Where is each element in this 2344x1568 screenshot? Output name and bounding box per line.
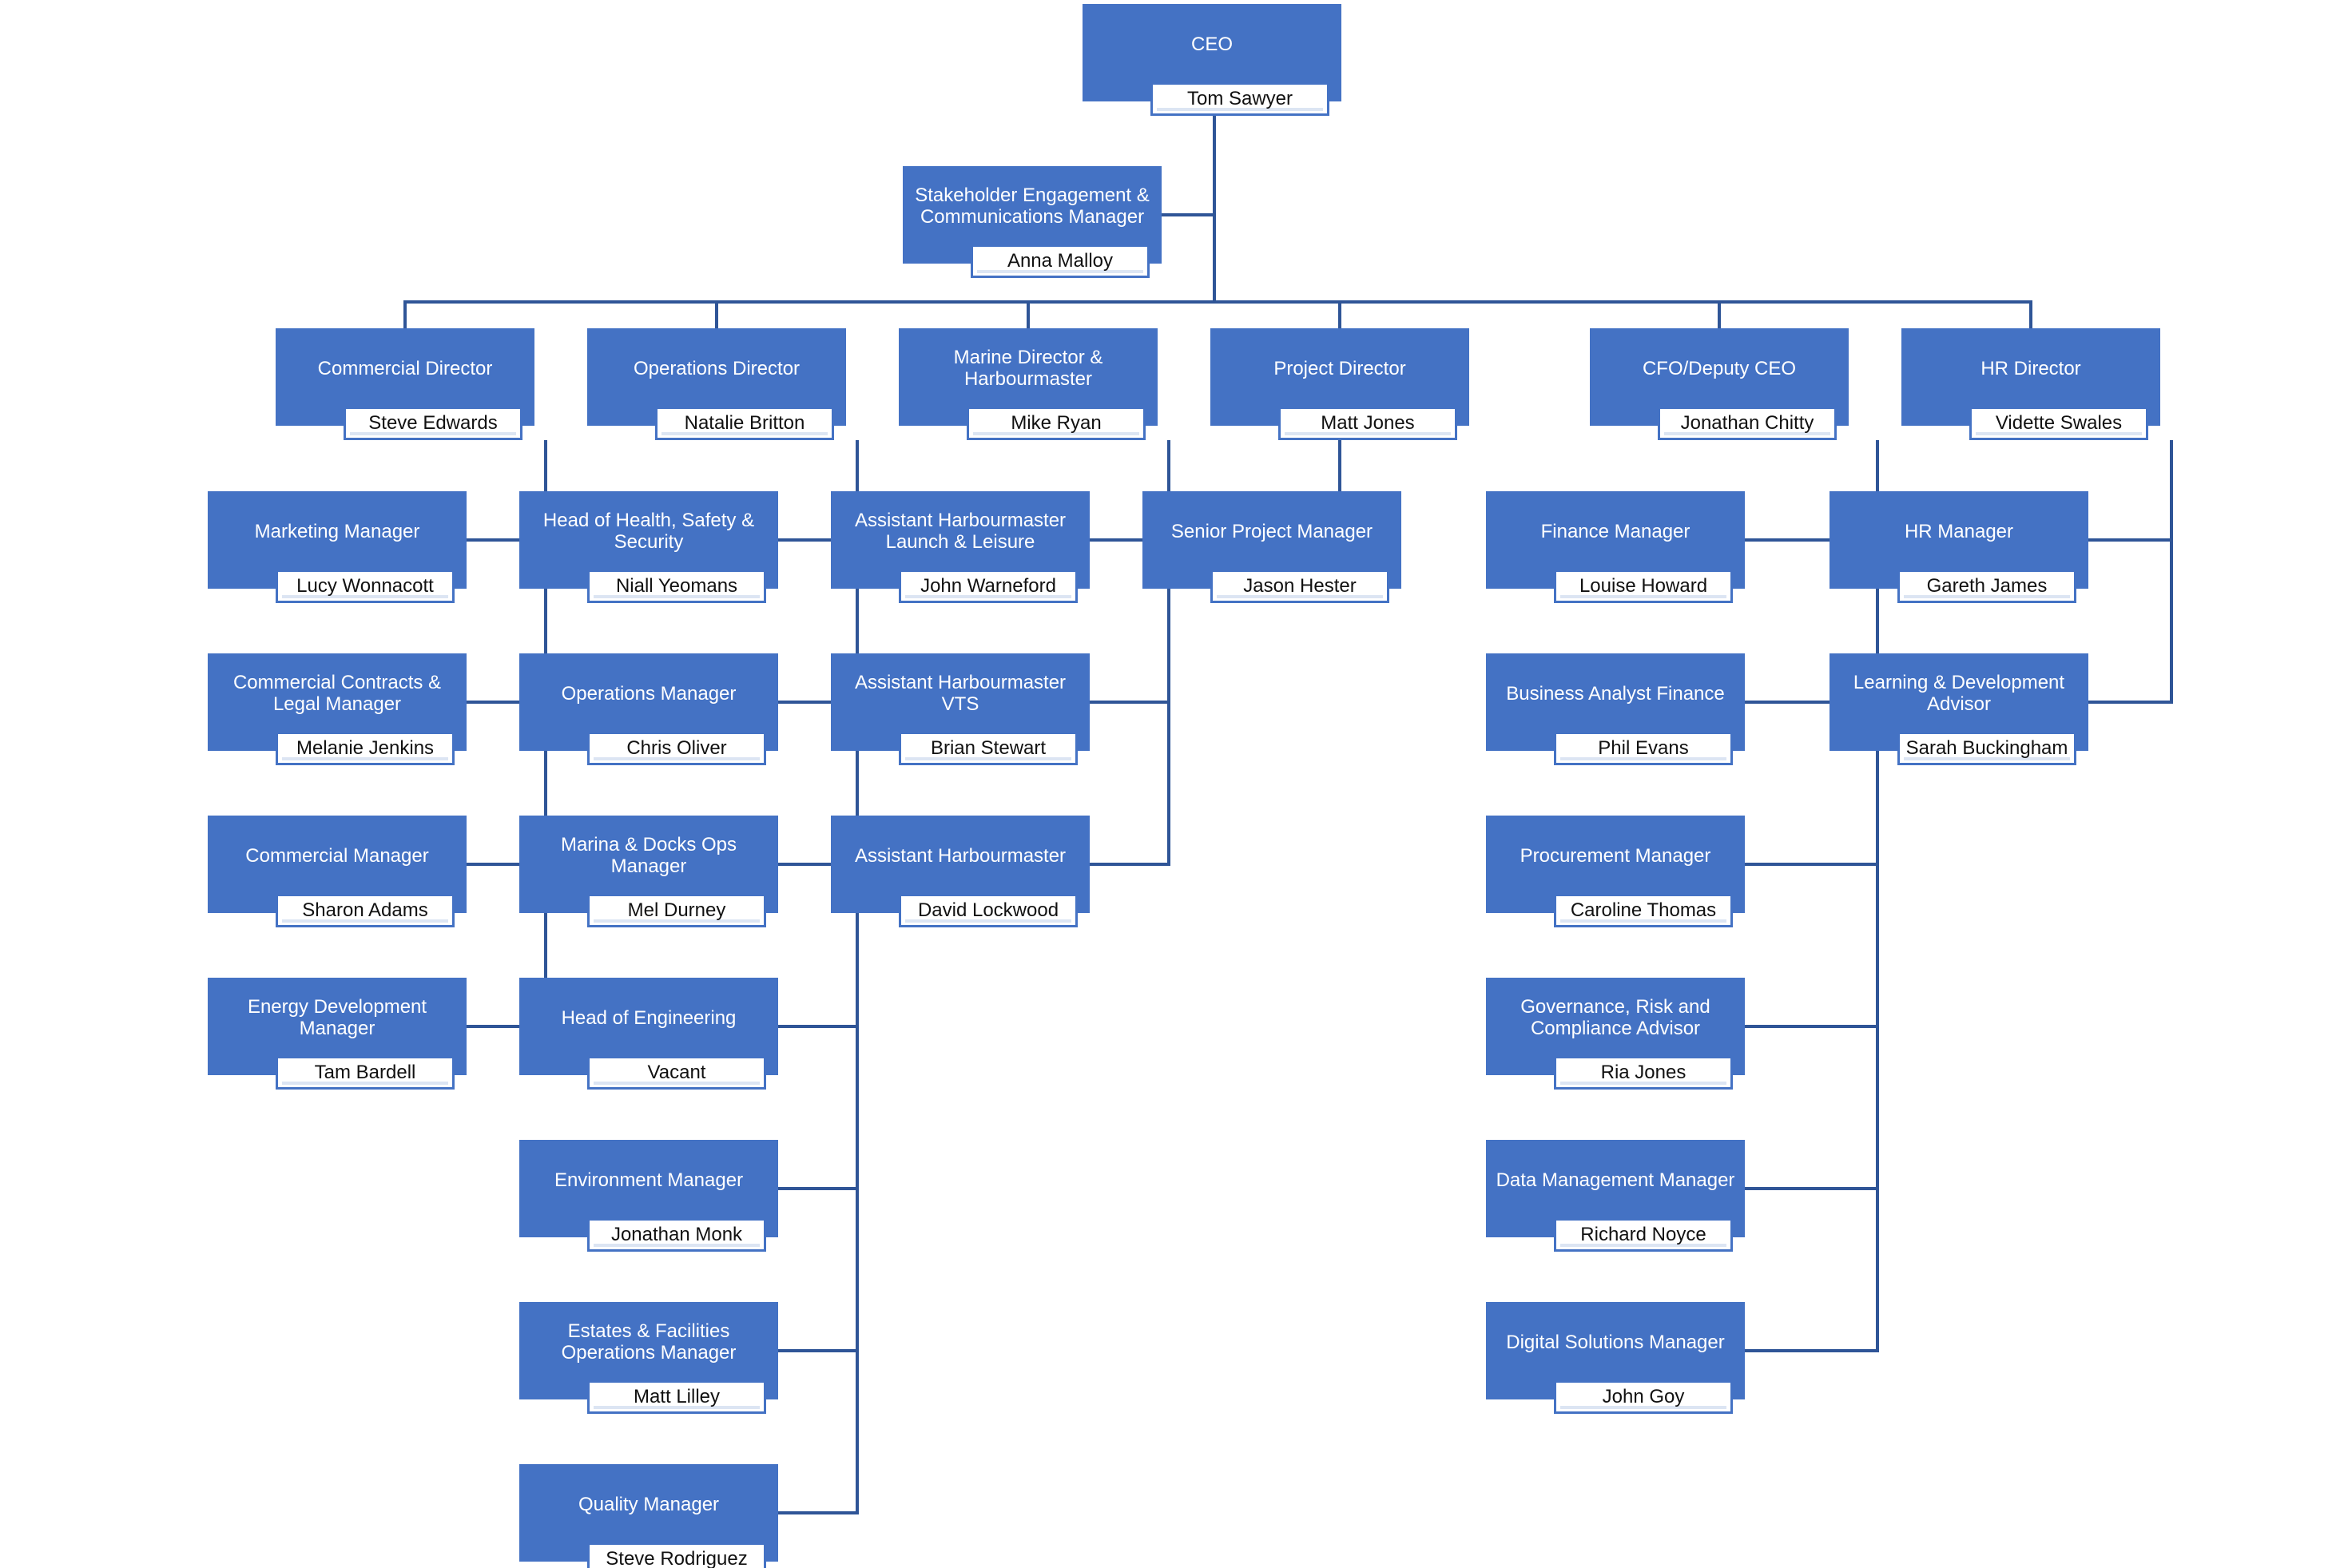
person-name: Phil Evans (1598, 737, 1689, 759)
person-name-plate: Brian Stewart (899, 732, 1078, 765)
person-name-plate: Sarah Buckingham (1897, 732, 2076, 765)
person-name-plate: Louise Howard (1554, 570, 1733, 603)
person-name: Matt Lilley (633, 1386, 721, 1407)
person-name: Niall Yeomans (615, 575, 738, 597)
person-name-plate: John Warneford (899, 570, 1078, 603)
person-name-plate: Mike Ryan (967, 407, 1146, 440)
person-name: Brian Stewart (930, 737, 1047, 759)
person-name: Vidette Swales (1995, 412, 2123, 434)
person-name: Tom Sawyer (1186, 88, 1293, 109)
person-name: Caroline Thomas (1570, 899, 1717, 921)
org-node-asst-hm-launch: Assistant Harbourmaster Launch & Leisure… (831, 491, 1106, 613)
person-name: John Warneford (920, 575, 1056, 597)
person-name: Jonathan Monk (610, 1224, 743, 1245)
person-name-plate: Steve Rodriguez (587, 1542, 766, 1568)
person-name-plate: Natalie Britton (655, 407, 834, 440)
person-name-plate: Mel Durney (587, 894, 766, 927)
person-name-plate: John Goy (1554, 1380, 1733, 1414)
person-name: Louise Howard (1579, 575, 1708, 597)
person-name-plate: Anna Malloy (971, 244, 1150, 278)
person-name-plate: Jonathan Chitty (1658, 407, 1837, 440)
person-name: Jonathan Chitty (1680, 412, 1814, 434)
person-name-plate: Ria Jones (1554, 1056, 1733, 1090)
person-name-plate: Matt Lilley (587, 1380, 766, 1414)
person-name-plate: Jonathan Monk (587, 1218, 766, 1252)
person-name-plate: Richard Noyce (1554, 1218, 1733, 1252)
person-name-plate: Phil Evans (1554, 732, 1733, 765)
person-name-plate: David Lockwood (899, 894, 1078, 927)
person-name: Gareth James (1926, 575, 2048, 597)
person-name-plate: Melanie Jenkins (276, 732, 455, 765)
person-name: Natalie Britton (684, 412, 805, 434)
person-name-plate: Vacant (587, 1056, 766, 1090)
person-name: Chris Oliver (626, 737, 727, 759)
person-name: Mike Ryan (1011, 412, 1102, 434)
person-name: Jason Hester (1243, 575, 1357, 597)
person-name: Vacant (647, 1062, 706, 1083)
person-name: Sharon Adams (302, 899, 428, 921)
person-name: Steve Edwards (368, 412, 498, 434)
person-name: Richard Noyce (1580, 1224, 1706, 1245)
person-name-plate: Niall Yeomans (587, 570, 766, 603)
person-name: David Lockwood (917, 899, 1059, 921)
person-name-plate: Jason Hester (1210, 570, 1389, 603)
role-title: Assistant Harbourmaster (831, 816, 1090, 913)
person-name-plate: Vidette Swales (1969, 407, 2148, 440)
person-name: Sarah Buckingham (1905, 737, 2068, 759)
person-name-plate: Lucy Wonnacott (276, 570, 455, 603)
person-name: Mel Durney (627, 899, 726, 921)
person-name-plate: Gareth James (1897, 570, 2076, 603)
person-name-plate: Tam Bardell (276, 1056, 455, 1090)
person-name-plate: Sharon Adams (276, 894, 455, 927)
person-name: Anna Malloy (1007, 250, 1114, 272)
person-name-plate: Matt Jones (1278, 407, 1457, 440)
person-name-plate: Tom Sawyer (1150, 82, 1329, 116)
person-name: Lucy Wonnacott (296, 575, 434, 597)
person-name-plate: Steve Edwards (344, 407, 522, 440)
person-name: John Goy (1602, 1386, 1685, 1407)
person-name: Ria Jones (1600, 1062, 1686, 1083)
person-name: Steve Rodriguez (606, 1548, 748, 1568)
org-node-stakeholder: Stakeholder Engagement & Communications … (903, 166, 1178, 288)
person-name-plate: Caroline Thomas (1554, 894, 1733, 927)
person-name-plate: Chris Oliver (587, 732, 766, 765)
person-name: Matt Jones (1321, 412, 1415, 434)
person-name: Tam Bardell (314, 1062, 416, 1083)
person-name: Melanie Jenkins (296, 737, 435, 759)
